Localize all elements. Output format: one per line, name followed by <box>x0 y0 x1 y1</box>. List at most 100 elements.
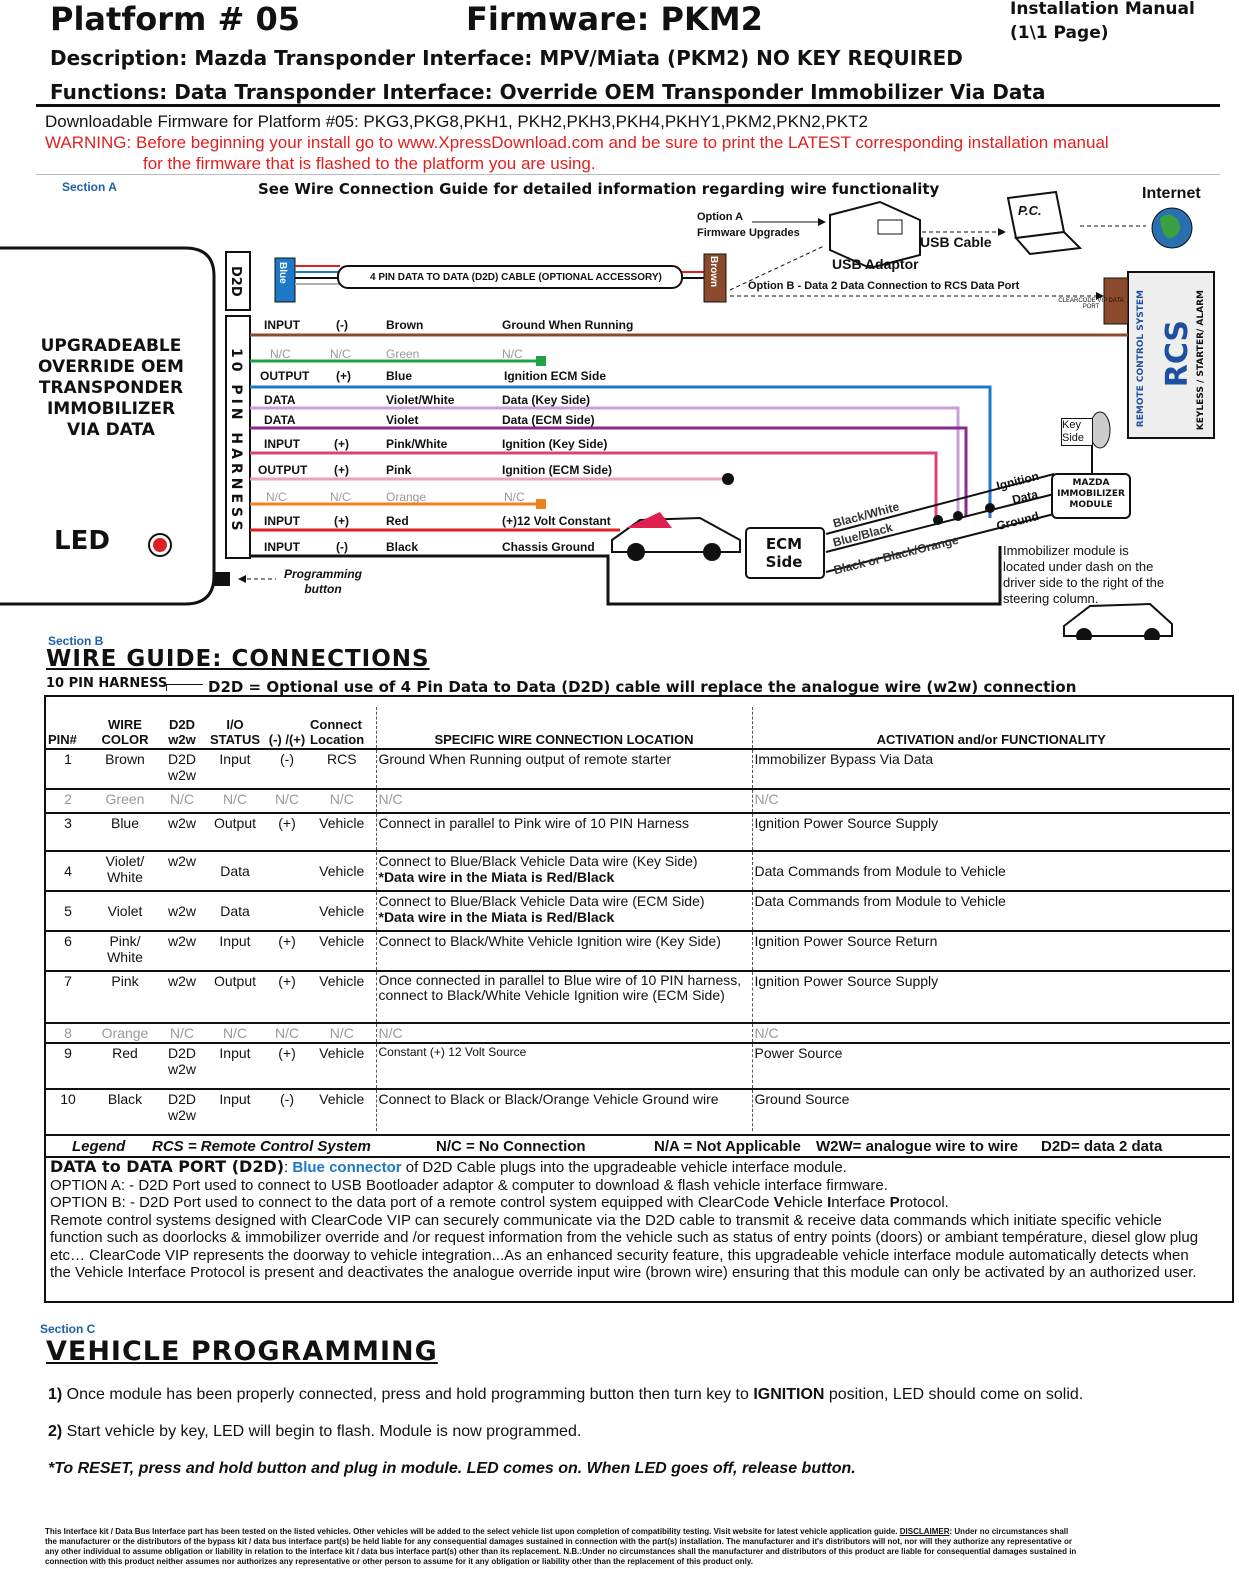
clearcode-label: CLEARCODE VIP DATA PORT <box>1058 298 1124 310</box>
wire-io: INPUT <box>264 437 300 451</box>
col-specific: SPECIFIC WIRE CONNECTION LOCATION <box>376 707 753 749</box>
wire-io: N/C <box>266 490 287 504</box>
description-line: Description: Mazda Transponder Interface… <box>50 46 963 70</box>
d2d-port-description: DATA to DATA PORT (D2D): Blue connector … <box>50 1158 1210 1282</box>
d2d-port-label: D2D <box>228 266 243 297</box>
d2d-note: D2D = Optional use of 4 Pin Data to Data… <box>208 678 1077 696</box>
warning-rule <box>36 174 1220 175</box>
footer-text: This Interface kit / Data Bus Interface … <box>45 1527 900 1536</box>
programming-button <box>214 572 230 586</box>
option-a-label: Option A <box>697 211 744 223</box>
cell-spec: Connect to Blue/Black Vehicle Data wire … <box>376 850 753 891</box>
brown-connector-label: Brown <box>708 256 719 288</box>
step-1-text-end: position, LED should come on solid. <box>824 1386 1084 1403</box>
legend-nc: N/C = No Connection <box>436 1138 586 1155</box>
cell-spec: Connect in parallel to Pink wire of 10 P… <box>376 812 753 851</box>
cell-pin: 2 <box>46 788 90 813</box>
step-2-number: 2) <box>48 1423 63 1440</box>
cell-pin: 4 <box>46 850 90 891</box>
disclaimer-label: DISCLAIMER <box>899 1527 950 1536</box>
d2d-port <box>225 251 251 311</box>
programming-button-label: Programming button <box>283 567 362 596</box>
wire-guide-title: WIRE GUIDE: CONNECTIONS <box>46 646 430 672</box>
opt-b-part: OPTION B: - D2D Port used to connect to … <box>50 1194 774 1211</box>
wire-guide-note: See Wire Connection Guide for detailed i… <box>258 180 940 198</box>
spec-note: *Data wire in the Miata is Red/Black <box>378 869 615 885</box>
cell-pol: (+) <box>266 1042 308 1089</box>
cell-io: N/C <box>204 788 266 813</box>
cell-d2d: w2w <box>160 890 204 931</box>
wiring-diagram <box>0 190 1215 640</box>
cell-d2d: w2w <box>160 812 204 851</box>
wire-desc: Ignition (ECM Side) <box>502 463 612 477</box>
table-row: 1 Brown D2D w2w Input (-) RCS Ground Whe… <box>46 748 1230 789</box>
wire-io: OUTPUT <box>260 369 310 383</box>
step-2-text: Start vehicle by key, LED will begin to … <box>62 1423 582 1440</box>
wire-desc: Data (Key Side) <box>502 393 591 407</box>
wire-io: INPUT <box>264 318 300 332</box>
platform-title: Platform # 05 <box>50 0 300 38</box>
table-row: 8 Orange N/C N/C N/C N/C N/C N/C <box>46 1022 1230 1043</box>
cell-loc: Vehicle <box>308 890 377 931</box>
legend-rcs: RCS = Remote Control System <box>152 1138 371 1155</box>
col-connect: Connect Location <box>308 707 377 749</box>
wire-pol: (+) <box>334 514 349 528</box>
wire-color: Black <box>386 540 419 554</box>
step-1: 1) Once module has been properly connect… <box>48 1386 1083 1404</box>
wire-color: Blue <box>386 369 413 383</box>
cell-act: Data Commands from Module to Vehicle <box>752 890 1230 931</box>
firmware-title: Firmware: PKM2 <box>466 0 763 38</box>
led-label: LED <box>54 526 110 556</box>
cell-loc: Vehicle <box>308 970 377 1023</box>
wire-io: INPUT <box>264 540 300 554</box>
cell-d2d: D2D w2w <box>160 1088 204 1131</box>
cell-color: Red <box>90 1042 160 1089</box>
cell-spec: Ground When Running output of remote sta… <box>376 748 753 789</box>
warning-line-2: for the firmware that is flashed to the … <box>143 154 596 173</box>
d2d-port-body: Remote control systems designed with Cle… <box>50 1211 1199 1282</box>
cell-io: Input <box>204 748 266 789</box>
wire-guide-frame <box>44 695 1234 1303</box>
cell-io: Input <box>204 1088 266 1131</box>
wire-color: Violet/White <box>386 393 455 407</box>
step-1-text: Once module has been properly connected,… <box>62 1386 754 1403</box>
table-row: 5 Violet w2w Data Vehicle Connect to Blu… <box>46 890 1230 931</box>
wire-color: Violet <box>386 413 419 427</box>
table-row: 9 Red D2D w2w Input (+) Vehicle Constant… <box>46 1042 1230 1089</box>
cell-pol: (-) <box>266 1088 308 1131</box>
spec-text: Ground When Running output of remote sta… <box>378 751 672 767</box>
option-b-label: Option B - Data 2 Data Connection to RCS… <box>748 280 1020 292</box>
table-row: 7 Pink w2w Output (+) Vehicle Once conne… <box>46 970 1230 1023</box>
mazda-module-label: MAZDA IMMOBILIZER MODULE <box>1057 478 1125 510</box>
cell-pin: 5 <box>46 890 90 931</box>
manual-label: Installation Manual (1\1 Page) <box>1010 0 1195 43</box>
cell-act: Immobilizer Bypass Via Data <box>752 748 1230 789</box>
step-1-number: 1) <box>48 1386 63 1403</box>
wire-color: Brown <box>386 318 424 332</box>
cell-act: Ignition Power Source Return <box>752 930 1230 971</box>
step-2: 2) Start vehicle by key, LED will begin … <box>48 1423 581 1441</box>
col-io: I/O STATUS <box>209 717 261 747</box>
d2d-note-arrow <box>166 684 203 691</box>
cell-act: Ground Source <box>752 1088 1230 1131</box>
wire-desc: N/C <box>504 490 525 504</box>
cell-color: Pink <box>90 970 160 1023</box>
ecm-side-label: ECM Side <box>765 535 803 571</box>
remote-control-system-label: REMOTE CONTROL SYSTEM <box>1136 290 1146 428</box>
section-b-label: Section B <box>48 634 104 648</box>
harness-connector <box>225 315 251 559</box>
wire-io: OUTPUT <box>258 463 308 477</box>
cell-loc: Vehicle <box>308 850 377 891</box>
col-d2d: D2D w2w <box>168 717 196 747</box>
cell-io: Output <box>204 970 266 1023</box>
cell-pin: 1 <box>46 748 90 789</box>
cell-pin: 8 <box>46 1022 90 1043</box>
cell-act: N/C <box>752 788 1230 813</box>
cell-color: Pink/ White <box>90 930 160 971</box>
footer-line: any other individual to assume obligatio… <box>45 1547 1077 1556</box>
cell-loc: Vehicle <box>308 930 377 971</box>
key-side-label: Key Side <box>1061 418 1093 446</box>
legend-title: Legend <box>72 1138 126 1155</box>
legend-na: N/A = Not Applicable <box>654 1138 801 1155</box>
cell-spec: Connect to Black or Black/Orange Vehicle… <box>376 1088 753 1131</box>
